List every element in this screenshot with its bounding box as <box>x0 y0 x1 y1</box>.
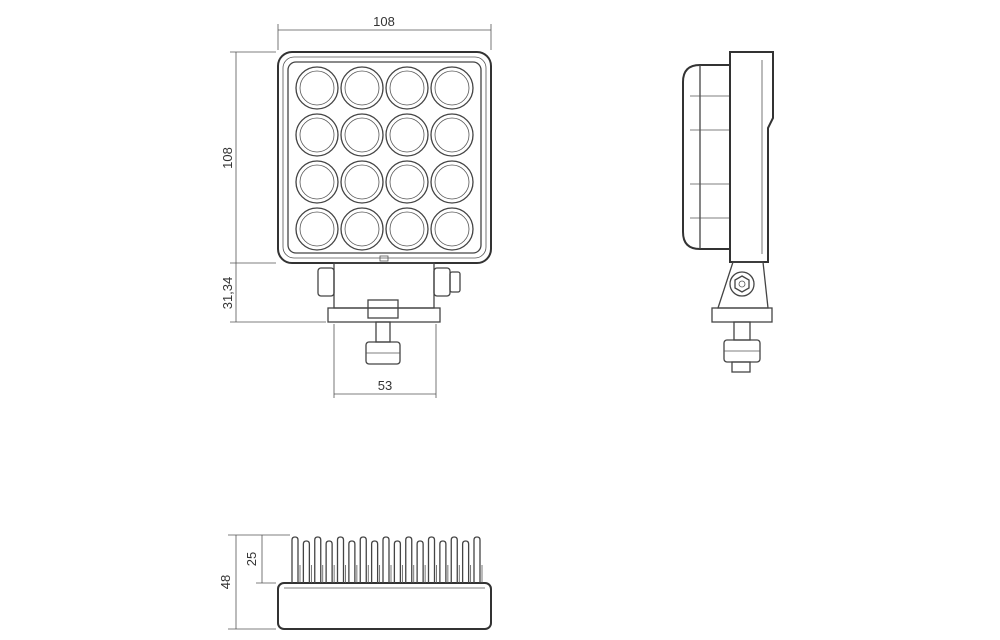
dim-total-depth-label: 48 <box>218 575 233 589</box>
heatsink-fin <box>370 540 379 583</box>
front-bracket <box>317 262 461 365</box>
heatsink-fin <box>450 536 458 583</box>
front-connector-notch <box>379 255 389 262</box>
led-lens-inner <box>389 70 425 106</box>
led-lens <box>430 113 474 157</box>
dim-front-height: 108 <box>220 51 276 264</box>
heatsink-fin <box>405 536 413 583</box>
led-lens-inner <box>434 211 470 247</box>
top-base <box>277 582 492 630</box>
led-lens-inner <box>344 70 380 106</box>
heatsink-fin <box>382 536 390 583</box>
heatsink-fin <box>325 540 333 583</box>
led-grid <box>295 66 474 251</box>
led-lens-inner <box>434 70 470 106</box>
led-lens <box>430 66 474 110</box>
heatsink-fins <box>291 536 483 583</box>
led-lens <box>340 207 384 251</box>
led-lens-inner <box>299 164 335 200</box>
dim-bracket-height: 31,34 <box>220 263 326 323</box>
heatsink-fin <box>302 540 311 583</box>
led-lens <box>340 160 384 204</box>
front-housing <box>277 51 492 264</box>
side-housing <box>729 51 774 263</box>
dim-front-width-label: 108 <box>373 14 395 29</box>
heatsink-fin <box>473 536 481 583</box>
led-lens-inner <box>389 164 425 200</box>
heatsink-fin <box>359 536 367 583</box>
led-lens-inner <box>389 211 425 247</box>
dim-bracket-height-label: 31,34 <box>220 277 235 310</box>
led-lens <box>385 66 429 110</box>
top-view: 48 25 <box>218 534 492 630</box>
dim-front-width: 108 <box>277 14 492 50</box>
heatsink-fin <box>427 536 436 583</box>
dim-total-depth: 48 <box>218 534 290 630</box>
led-lens <box>385 113 429 157</box>
front-inner-bezel <box>287 61 482 254</box>
dim-front-height-label: 108 <box>220 147 235 169</box>
led-lens <box>430 207 474 251</box>
led-lens <box>385 207 429 251</box>
led-lens-inner <box>344 164 380 200</box>
heatsink-fin <box>416 540 424 583</box>
heatsink-fin <box>461 540 470 583</box>
led-lens-inner <box>344 117 380 153</box>
led-lens-inner <box>434 117 470 153</box>
led-lens-inner <box>299 117 335 153</box>
heatsink-fin <box>393 540 402 583</box>
led-lens <box>340 66 384 110</box>
side-pivot-bolt <box>729 271 755 297</box>
led-lens <box>295 207 339 251</box>
side-view <box>682 51 774 373</box>
led-lens <box>295 113 339 157</box>
led-lens-inner <box>299 70 335 106</box>
dim-bracket-width-label: 53 <box>378 378 392 393</box>
dim-fin-depth: 25 <box>244 535 276 584</box>
dim-fin-depth-label: 25 <box>244 552 259 566</box>
led-lens <box>430 160 474 204</box>
led-lens <box>340 113 384 157</box>
heatsink-fin <box>314 536 322 583</box>
led-lens-inner <box>389 117 425 153</box>
led-lens <box>385 160 429 204</box>
side-bracket <box>711 261 773 373</box>
heatsink-fin <box>336 536 345 583</box>
led-lens-inner <box>344 211 380 247</box>
front-view: 108 108 31,34 53 <box>220 14 492 398</box>
led-lens <box>295 66 339 110</box>
side-lens <box>682 64 731 250</box>
heatsink-fin <box>291 536 299 583</box>
led-lens-inner <box>299 211 335 247</box>
dim-bracket-width: 53 <box>333 324 437 398</box>
led-lens-inner <box>434 164 470 200</box>
heatsink-fin <box>348 540 356 583</box>
heatsink-fin <box>439 540 447 583</box>
led-lens <box>295 160 339 204</box>
